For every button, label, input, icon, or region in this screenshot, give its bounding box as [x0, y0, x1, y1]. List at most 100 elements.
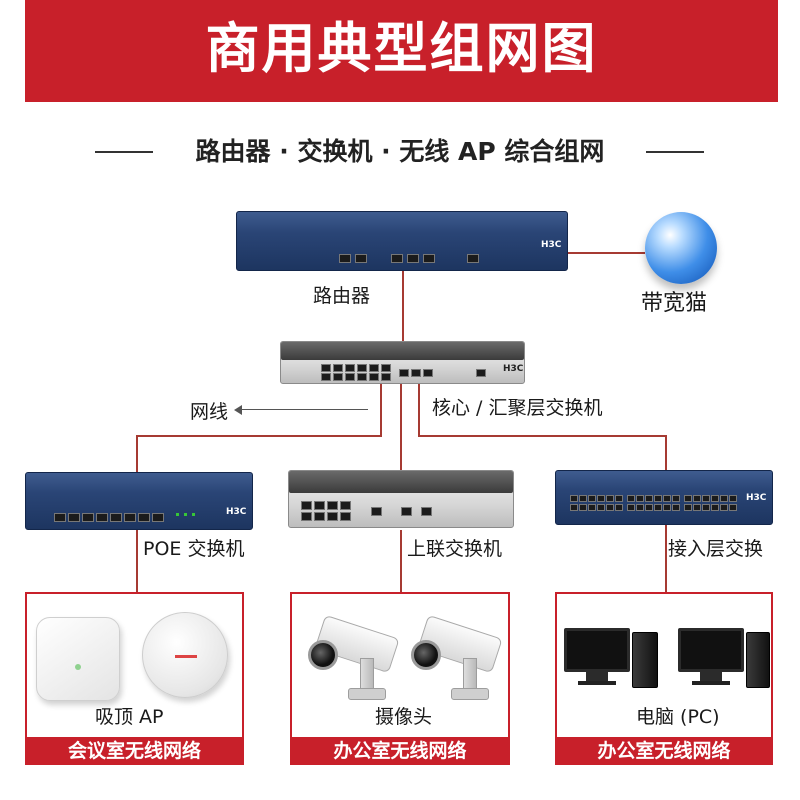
desktop-pc-icon [564, 628, 664, 692]
wire-core-right [418, 384, 420, 436]
core-switch-device: H3C [280, 341, 525, 384]
access-switch-port [615, 495, 623, 502]
access-switch-port [720, 495, 728, 502]
access-switch-port [684, 504, 692, 511]
wire-core-left [380, 384, 382, 436]
core-switch-port [333, 364, 343, 372]
panel-bar-meeting-room: 会议室无线网络 [27, 737, 242, 765]
wire-router-modem [565, 252, 645, 254]
pc-label: 电脑 (PC) [636, 706, 720, 728]
arrow-left-icon [234, 405, 242, 415]
core-switch-port [321, 373, 331, 381]
access-switch-port [672, 504, 680, 511]
access-switch-port [729, 495, 737, 502]
status-led [184, 513, 187, 516]
poe-switch-port [68, 513, 80, 522]
core-switch-port [411, 369, 421, 377]
uplink-switch-port [327, 512, 338, 521]
camera-icon [403, 614, 503, 702]
access-switch-port [645, 495, 653, 502]
access-switch-port [636, 495, 644, 502]
monitor-foot [692, 681, 730, 685]
uplink-switch-label: 上联交换机 [407, 538, 503, 560]
poe-switch-brand-logo: H3C [226, 507, 247, 517]
core-switch-port [345, 373, 355, 381]
router-label: 路由器 [313, 285, 371, 307]
access-switch-port [627, 495, 635, 502]
subtitle-divider-right [646, 151, 704, 153]
access-switch-port [579, 495, 587, 502]
router-port [467, 254, 479, 263]
poe-switch-port [96, 513, 108, 522]
core-switch-port [321, 364, 331, 372]
access-switch-port [654, 504, 662, 511]
access-switch-port [663, 504, 671, 511]
camera-base [451, 688, 489, 700]
access-switch-port [693, 495, 701, 502]
page-title: 商用典型组网图 [205, 17, 598, 80]
core-switch-top [281, 342, 524, 360]
desktop-pc-icon [678, 628, 778, 692]
uplink-switch-port [314, 512, 325, 521]
status-led [192, 513, 195, 516]
monitor-stand [586, 672, 608, 682]
poe-switch-port [152, 513, 164, 522]
access-switch-port [729, 504, 737, 511]
core-switch-port [476, 369, 486, 377]
core-switch-port [369, 373, 379, 381]
access-switch-port [720, 504, 728, 511]
monitor [564, 628, 630, 672]
wire-poe-panel [136, 530, 138, 594]
cable-pointer-line [236, 409, 368, 410]
access-switch-port [597, 495, 605, 502]
subtitle-divider-left [95, 151, 153, 153]
access-switch-port [588, 495, 596, 502]
access-switch-port [606, 504, 614, 511]
cable-label: 网线 [190, 401, 229, 423]
uplink-switch-port [401, 507, 412, 516]
core-switch-port [423, 369, 433, 377]
panel-bar-office-cameras: 办公室无线网络 [292, 737, 508, 765]
ceiling-ap-round-icon [142, 612, 228, 698]
ap-logo-mark [175, 655, 197, 658]
camera-arm [360, 658, 374, 692]
router-device: H3C [236, 211, 568, 271]
camera-arm [463, 658, 477, 692]
core-switch-port [357, 373, 367, 381]
access-switch-port [645, 504, 653, 511]
access-switch-port [672, 495, 680, 502]
uplink-switch-top [289, 471, 513, 493]
uplink-switch-port [314, 501, 325, 510]
camera-label: 摄像头 [375, 706, 433, 728]
uplink-switch-port [327, 501, 338, 510]
internet-globe-icon [645, 212, 717, 284]
uplink-switch-device [288, 470, 514, 528]
camera-icon [300, 614, 400, 702]
access-switch-port [702, 504, 710, 511]
wire-access-panel [665, 525, 667, 594]
panel-bar-office-pcs: 办公室无线网络 [557, 737, 771, 765]
access-switch-port [588, 504, 596, 511]
wire-branch-left [136, 435, 382, 437]
panel-office-pcs: 办公室无线网络 [555, 592, 773, 765]
access-switch-port [702, 495, 710, 502]
status-led [75, 664, 81, 670]
access-switch-port [654, 495, 662, 502]
camera-base [348, 688, 386, 700]
poe-switch-device: H3C [25, 472, 253, 530]
uplink-switch-port [421, 507, 432, 516]
access-switch-port [636, 504, 644, 511]
core-switch-port [381, 373, 391, 381]
uplink-switch-port [301, 501, 312, 510]
poe-switch-port [124, 513, 136, 522]
monitor-foot [578, 681, 616, 685]
core-switch-port [381, 364, 391, 372]
access-switch-port [693, 504, 701, 511]
wire-to-poe [136, 435, 138, 473]
access-switch-port [711, 495, 719, 502]
router-port [423, 254, 435, 263]
access-switch-port [606, 495, 614, 502]
core-switch-port [333, 373, 343, 381]
access-switch-port [579, 504, 587, 511]
ap-label: 吸顶 AP [95, 706, 164, 728]
